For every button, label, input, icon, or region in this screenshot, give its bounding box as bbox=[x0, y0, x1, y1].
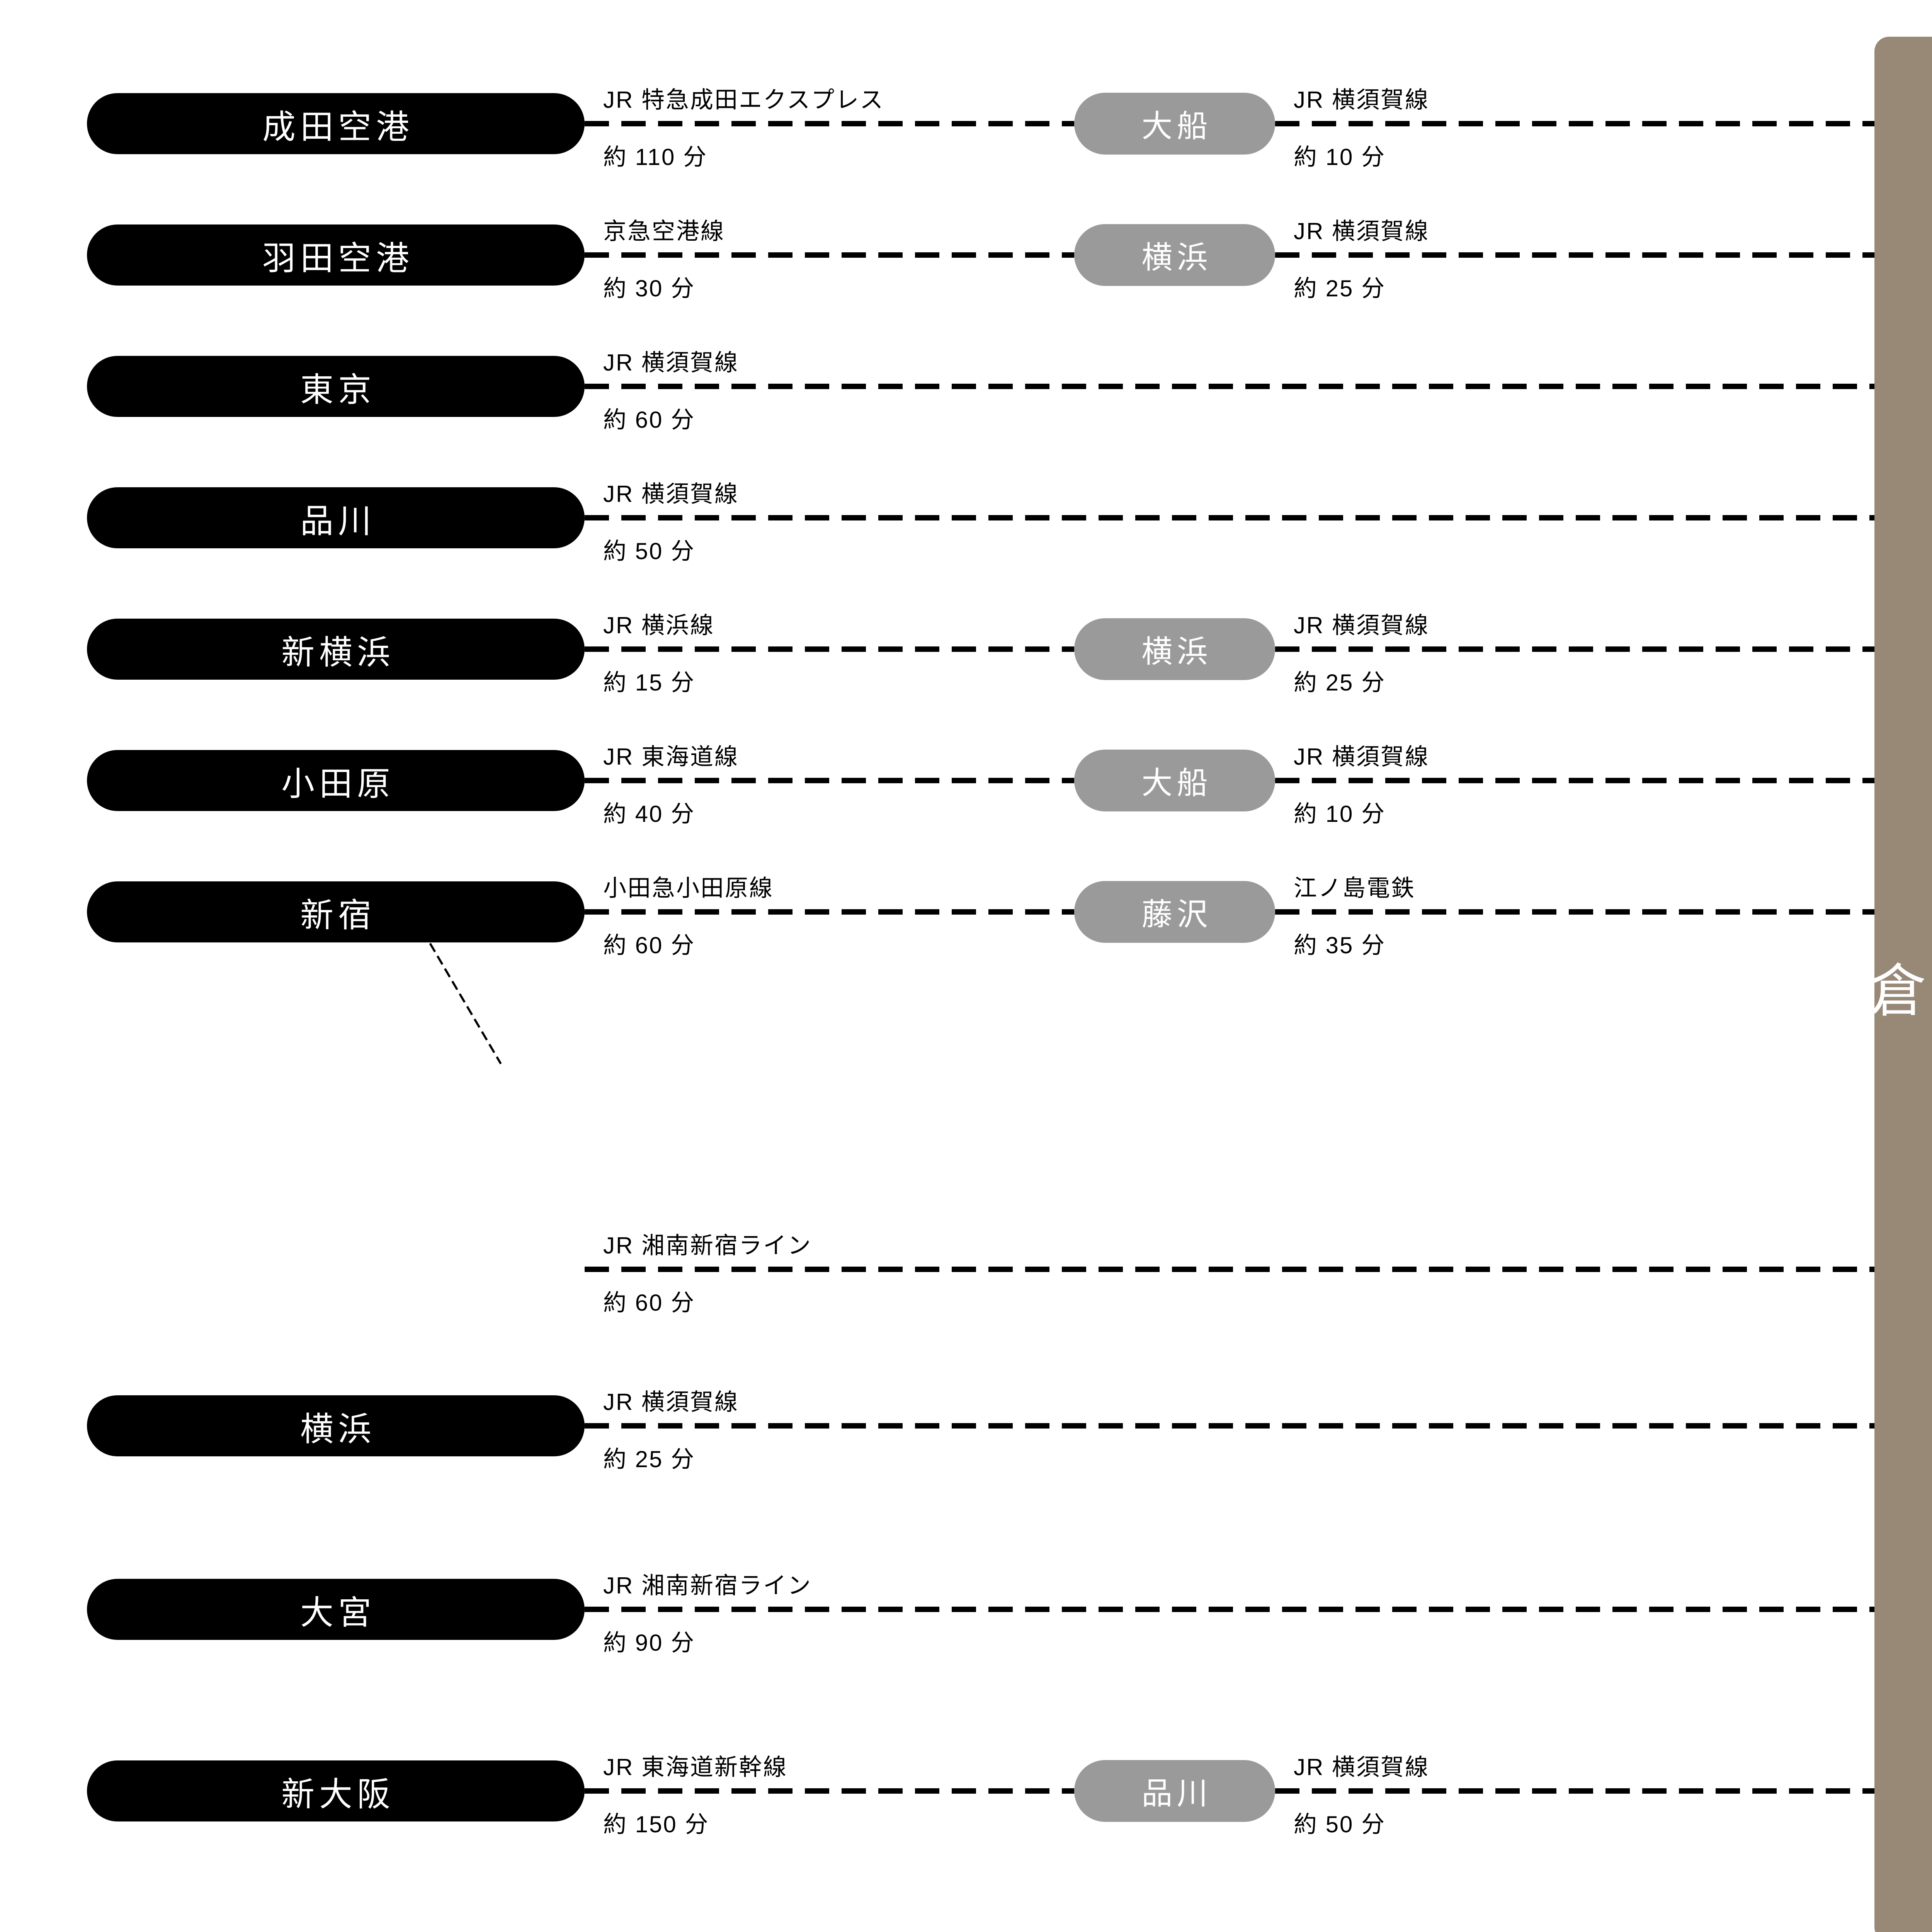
route-line-name: JR 東海道線 bbox=[603, 744, 739, 770]
origin-station-label: 羽田空港 bbox=[262, 240, 414, 277]
transfer-station-label: 品川 bbox=[1141, 1776, 1212, 1811]
route-duration: 約 60 分 bbox=[603, 407, 696, 433]
origin-station-label: 東京 bbox=[300, 371, 376, 408]
route-line-name: 小田急小田原線 bbox=[603, 875, 774, 901]
route-dashed-line bbox=[585, 252, 1074, 258]
route-line-name: JR 横須賀線 bbox=[603, 481, 739, 507]
route-dashed-line bbox=[1275, 778, 1874, 783]
route-line-name: JR 東海道新幹線 bbox=[603, 1754, 787, 1780]
route-dashed-line bbox=[585, 778, 1074, 783]
origin-station-box[interactable]: 新横浜 bbox=[87, 619, 585, 680]
origin-station-label: 新横浜 bbox=[281, 634, 395, 671]
destination-bar: 鎌 倉 bbox=[1861, 37, 1932, 1932]
origin-station-box[interactable]: 東京 bbox=[87, 356, 585, 417]
route-duration: 約 15 分 bbox=[603, 670, 696, 696]
route-duration: 約 25 分 bbox=[603, 1446, 696, 1472]
origin-station-label: 大宮 bbox=[300, 1594, 376, 1631]
route-duration: 約 60 分 bbox=[603, 1290, 696, 1316]
route-dashed-line bbox=[1275, 909, 1874, 915]
origin-station-label: 品川 bbox=[300, 502, 376, 540]
origin-station-box[interactable]: 羽田空港 bbox=[87, 224, 585, 286]
route-duration: 約 30 分 bbox=[603, 276, 696, 301]
origin-station-box[interactable]: 新宿 bbox=[87, 881, 585, 942]
route-dashed-line bbox=[1275, 1788, 1874, 1794]
transfer-station-pill[interactable]: 大船 bbox=[1074, 750, 1275, 811]
route-duration: 約 50 分 bbox=[603, 538, 696, 564]
route-dashed-line bbox=[1275, 252, 1874, 258]
transfer-station-label: 横浜 bbox=[1141, 240, 1212, 275]
transfer-station-pill[interactable]: 横浜 bbox=[1074, 224, 1275, 286]
transfer-station-label: 大船 bbox=[1141, 109, 1212, 143]
shinjuku-branch-connector bbox=[422, 930, 502, 1065]
route-dashed-line bbox=[585, 1423, 1874, 1429]
route-duration: 約 60 分 bbox=[603, 932, 696, 958]
origin-station-label: 新宿 bbox=[300, 896, 376, 934]
transfer-station-pill[interactable]: 大船 bbox=[1074, 93, 1275, 155]
route-line-name: 江ノ島電鉄 bbox=[1294, 875, 1415, 901]
route-line-name: JR 横須賀線 bbox=[1294, 744, 1429, 770]
route-dashed-line bbox=[585, 646, 1074, 652]
route-line-name: JR 横浜線 bbox=[603, 612, 714, 638]
route-dashed-line bbox=[1275, 646, 1874, 652]
route-duration: 約 90 分 bbox=[603, 1630, 696, 1656]
origin-station-label: 横浜 bbox=[300, 1410, 376, 1448]
route-dashed-line bbox=[1275, 121, 1874, 126]
route-dashed-line bbox=[585, 1607, 1874, 1612]
route-duration: 約 25 分 bbox=[1294, 276, 1386, 301]
route-line-name: JR 特急成田エクスプレス bbox=[603, 87, 884, 113]
route-dashed-line bbox=[585, 909, 1074, 915]
route-duration: 約 40 分 bbox=[603, 801, 696, 827]
route-line-name: 京急空港線 bbox=[603, 218, 725, 244]
origin-station-box[interactable]: 小田原 bbox=[87, 750, 585, 811]
route-duration: 約 110 分 bbox=[603, 144, 707, 170]
origin-station-label: 小田原 bbox=[281, 765, 395, 803]
route-line-name: JR 横須賀線 bbox=[1294, 612, 1429, 638]
route-dashed-line bbox=[585, 1267, 1874, 1272]
route-duration: 約 25 分 bbox=[1294, 670, 1386, 696]
origin-station-box[interactable]: 新大阪 bbox=[87, 1760, 585, 1821]
origin-station-box[interactable]: 大宮 bbox=[87, 1579, 585, 1640]
route-line-name: JR 横須賀線 bbox=[1294, 1754, 1429, 1780]
route-dashed-line bbox=[585, 515, 1874, 520]
route-dashed-line bbox=[585, 121, 1074, 126]
origin-station-box[interactable]: 品川 bbox=[87, 487, 585, 548]
origin-station-box[interactable]: 成田空港 bbox=[87, 93, 585, 154]
transfer-station-label: 藤沢 bbox=[1141, 897, 1212, 932]
route-duration: 約 10 分 bbox=[1294, 144, 1386, 170]
transfer-station-pill[interactable]: 横浜 bbox=[1074, 618, 1275, 680]
route-line-name: JR 湘南新宿ライン bbox=[603, 1233, 812, 1259]
route-line-name: JR 横須賀線 bbox=[1294, 87, 1429, 113]
route-duration: 約 10 分 bbox=[1294, 801, 1386, 827]
route-duration: 約 150 分 bbox=[603, 1811, 709, 1837]
route-line-name: JR 横須賀線 bbox=[603, 1389, 739, 1415]
origin-station-label: 成田空港 bbox=[262, 108, 414, 146]
route-duration: 約 50 分 bbox=[1294, 1811, 1386, 1837]
transfer-station-label: 横浜 bbox=[1141, 634, 1212, 669]
transfer-station-label: 大船 bbox=[1141, 766, 1212, 800]
route-line-name: JR 横須賀線 bbox=[603, 350, 739, 376]
route-dashed-line bbox=[585, 384, 1874, 389]
origin-station-label: 新大阪 bbox=[281, 1776, 395, 1813]
transfer-station-pill[interactable]: 品川 bbox=[1074, 1760, 1275, 1822]
origin-station-box[interactable]: 横浜 bbox=[87, 1395, 585, 1456]
branch-dashed-line bbox=[422, 930, 502, 1065]
route-line-name: JR 横須賀線 bbox=[1294, 218, 1429, 244]
transfer-station-pill[interactable]: 藤沢 bbox=[1074, 881, 1275, 943]
route-line-name: JR 湘南新宿ライン bbox=[603, 1573, 812, 1599]
route-duration: 約 35 分 bbox=[1294, 932, 1386, 958]
destination-label: 鎌 倉 bbox=[1860, 960, 1924, 1019]
route-dashed-line bbox=[585, 1788, 1074, 1794]
